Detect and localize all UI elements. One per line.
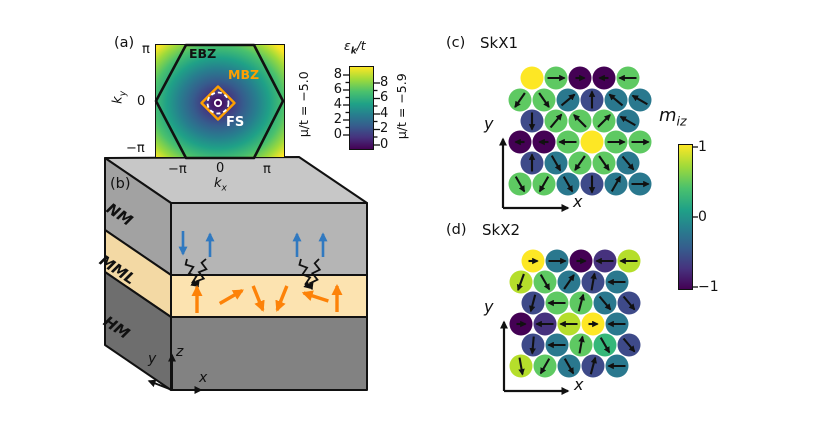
colorbar-a-right-label: μ/t = −5.9 <box>393 73 409 140</box>
colorbar-a-rtick-0: 0 <box>380 137 389 152</box>
colorbar-a-rtick-2: 2 <box>380 121 389 136</box>
panel-b-tag: (b) <box>110 176 131 192</box>
panel-b-z-label: z <box>176 344 184 360</box>
panel-a-heatmap <box>155 44 285 158</box>
panel-c-x-label: x <box>573 192 583 211</box>
layer-label-hm: HM <box>100 312 133 343</box>
ebz-annotation: EBZ <box>189 46 217 61</box>
panel-c-y-label: y <box>484 114 494 133</box>
panel-d-title: SkX2 <box>482 221 521 239</box>
colorbar-a-rtick-4: 4 <box>380 106 389 121</box>
panel-a-xlabel: kx <box>214 176 227 194</box>
panel-c-tag: (c) <box>446 35 466 51</box>
panel-d-y-label: y <box>484 297 494 316</box>
panel-b-x-label: x <box>199 370 208 386</box>
panel-d-x-label: x <box>574 375 584 394</box>
miz-colorbar <box>678 144 693 290</box>
panel-c-title: SkX1 <box>480 34 519 52</box>
mbz-annotation: MBZ <box>228 67 260 82</box>
colorbar-a-ltick-6: 6 <box>333 82 342 97</box>
colorbar-a-ltick-4: 4 <box>333 97 342 112</box>
colorbar-a-ltick-2: 2 <box>333 112 342 127</box>
miz-tick-1: 1 <box>698 139 707 155</box>
colorbar-a-ltick-8: 8 <box>333 67 342 82</box>
panel-a-ytick-negpi: −π <box>126 141 145 156</box>
colorbar-a-rtick-8: 8 <box>380 75 389 90</box>
panel-a-ylabel: ky <box>110 90 129 104</box>
panel-a-colorbar <box>349 66 374 150</box>
panel-b-y-label: y <box>148 351 157 367</box>
colorbar-a-ltick-0: 0 <box>333 127 342 142</box>
layer-label-mml: MML <box>96 251 139 289</box>
miz-tick-neg1: −1 <box>698 279 719 295</box>
panel-a-xtick-negpi: −π <box>168 162 187 177</box>
miz-colorbar-title: miz <box>659 105 687 129</box>
panel-a-ytick-pi: π <box>142 42 150 57</box>
fs-annotation: FS <box>226 115 245 130</box>
panel-d-tag: (d) <box>446 222 467 238</box>
colorbar-a-title: εk/t <box>344 38 366 57</box>
panel-a-tag: (a) <box>114 35 135 51</box>
colorbar-a-left-label: μ/t = −5.0 <box>295 71 311 138</box>
panel-a-ytick-0: 0 <box>137 94 146 109</box>
panel-a-xtick-0: 0 <box>216 161 225 176</box>
layer-label-nm: NM <box>103 199 136 230</box>
miz-tick-0: 0 <box>698 209 707 225</box>
panel-a-xtick-pi: π <box>263 162 271 177</box>
colorbar-a-rtick-6: 6 <box>380 90 389 105</box>
